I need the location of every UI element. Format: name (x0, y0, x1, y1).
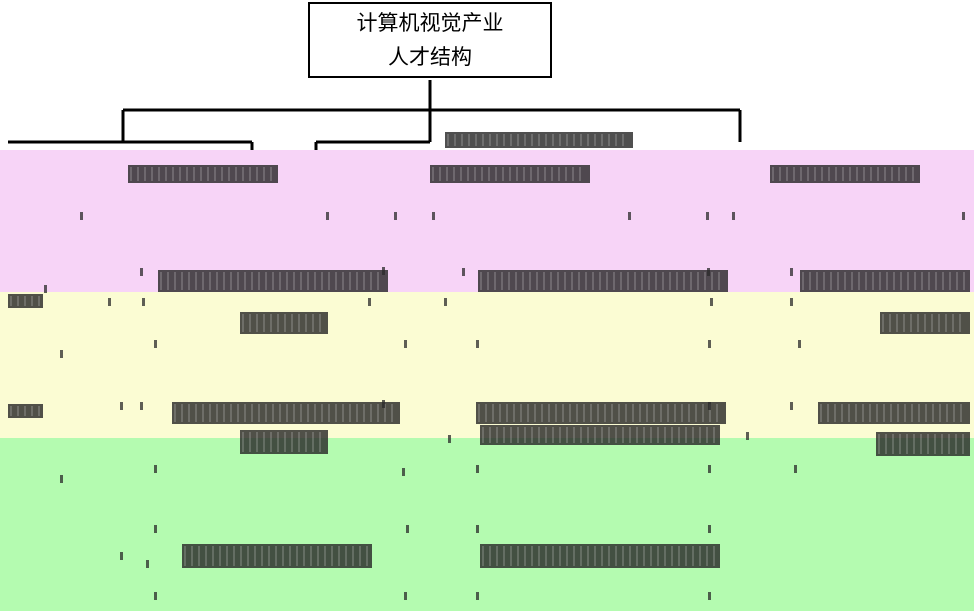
glyph-noise-dot-41 (476, 525, 479, 533)
glyph-noise-block-13 (480, 425, 720, 445)
glyph-noise-block-12 (240, 430, 328, 454)
glyph-noise-block-10 (476, 402, 726, 424)
root-node: 计算机视觉产业 人才结构 (308, 2, 552, 78)
glyph-noise-block-5 (478, 270, 728, 292)
glyph-noise-block-18 (8, 404, 43, 418)
glyph-noise-dot-28 (382, 400, 385, 408)
glyph-noise-dot-8 (44, 285, 47, 293)
glyph-noise-dot-17 (444, 298, 447, 306)
glyph-noise-dot-38 (60, 475, 63, 483)
glyph-noise-dot-45 (154, 592, 157, 600)
glyph-noise-dot-3 (432, 212, 435, 220)
glyph-noise-dot-27 (140, 402, 143, 410)
glyph-noise-dot-18 (710, 298, 713, 306)
glyph-noise-block-9 (172, 402, 400, 424)
glyph-noise-dot-37 (794, 465, 797, 473)
glyph-noise-dot-46 (404, 592, 407, 600)
glyph-noise-block-0 (445, 132, 633, 148)
glyph-noise-block-7 (240, 312, 328, 334)
glyph-noise-dot-24 (798, 340, 801, 348)
glyph-noise-dot-36 (708, 465, 711, 473)
root-title-line-2: 人才结构 (388, 45, 472, 69)
glyph-noise-dot-25 (60, 350, 63, 358)
glyph-noise-block-8 (880, 312, 970, 334)
glyph-noise-dot-9 (140, 268, 143, 276)
glyph-noise-dot-10 (382, 267, 385, 275)
glyph-noise-block-16 (480, 544, 720, 568)
glyph-noise-block-2 (430, 165, 590, 183)
glyph-noise-dot-22 (476, 340, 479, 348)
glyph-noise-dot-5 (706, 212, 709, 220)
glyph-noise-dot-11 (462, 268, 465, 276)
glyph-noise-dot-6 (732, 212, 735, 220)
glyph-noise-dot-40 (406, 525, 409, 533)
glyph-noise-block-17 (8, 294, 43, 308)
glyph-noise-dot-20 (154, 340, 157, 348)
glyph-noise-dot-1 (326, 212, 329, 220)
glyph-noise-dot-4 (628, 212, 631, 220)
glyph-noise-dot-0 (80, 212, 83, 220)
glyph-noise-dot-2 (394, 212, 397, 220)
glyph-noise-dot-13 (790, 268, 793, 276)
glyph-noise-dot-23 (708, 340, 711, 348)
glyph-noise-block-11 (818, 402, 970, 424)
glyph-noise-block-14 (876, 432, 970, 456)
glyph-noise-dot-32 (790, 402, 793, 410)
glyph-noise-dot-14 (108, 298, 111, 306)
glyph-noise-block-15 (182, 544, 372, 568)
glyph-noise-dot-42 (708, 525, 711, 533)
glyph-noise-block-6 (800, 270, 970, 292)
glyph-noise-dot-29 (448, 435, 451, 443)
glyph-noise-dot-44 (146, 560, 149, 568)
tier-band-3 (0, 438, 974, 611)
glyph-noise-dot-12 (707, 268, 710, 276)
glyph-noise-dot-47 (476, 592, 479, 600)
glyph-noise-dot-16 (368, 298, 371, 306)
glyph-noise-dot-33 (154, 465, 157, 473)
glyph-noise-dot-34 (402, 468, 405, 476)
glyph-noise-dot-35 (476, 465, 479, 473)
glyph-noise-dot-31 (746, 432, 749, 440)
glyph-noise-block-1 (128, 165, 278, 183)
glyph-noise-dot-7 (962, 212, 965, 220)
glyph-noise-dot-15 (142, 298, 145, 306)
glyph-noise-dot-21 (404, 340, 407, 348)
root-title-line-1: 计算机视觉产业 (356, 11, 504, 35)
glyph-noise-block-4 (158, 270, 388, 292)
glyph-noise-dot-48 (708, 592, 711, 600)
glyph-noise-dot-30 (708, 402, 711, 410)
glyph-noise-dot-19 (790, 298, 793, 306)
glyph-noise-dot-26 (120, 402, 123, 410)
glyph-noise-dot-39 (154, 525, 157, 533)
glyph-noise-block-3 (770, 165, 920, 183)
glyph-noise-dot-43 (120, 552, 123, 560)
